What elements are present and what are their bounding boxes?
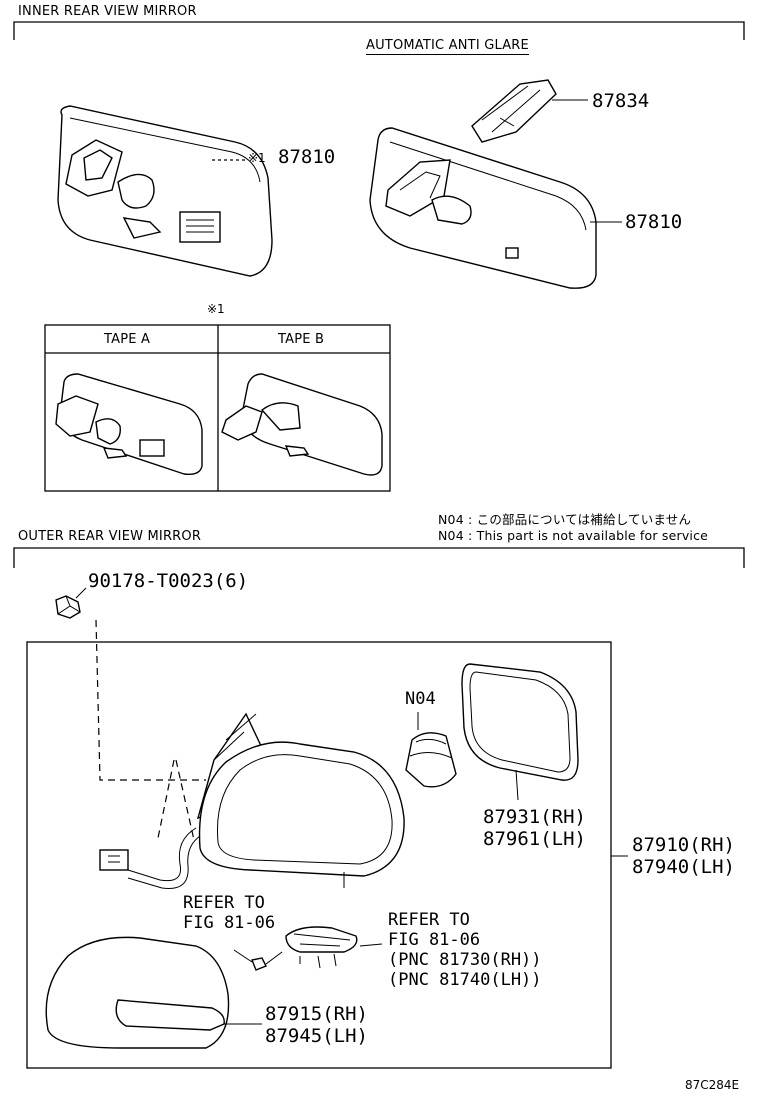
- note-mark-1: ※1: [248, 151, 266, 165]
- outer-section-title: OUTER REAR VIEW MIRROR: [18, 529, 202, 544]
- glass-rh-part: 87931(RH): [483, 806, 586, 828]
- automatic-anti-glare-label: AUTOMATIC ANTI GLARE: [366, 38, 529, 55]
- inner-mirror-left-drawing: [57, 105, 273, 277]
- inner-section-title: INNER REAR VIEW MIRROR: [18, 4, 197, 19]
- tape-table-mark: ※1: [207, 302, 225, 316]
- glass-lh-part: 87961(LH): [483, 828, 586, 850]
- part-87810-right: 87810: [625, 211, 683, 233]
- outer-section-frame: [13, 547, 745, 568]
- tape-table: [44, 324, 391, 492]
- inner-mirror-right-drawing: [369, 79, 622, 289]
- actuator-drawing: [405, 712, 457, 788]
- cover-rh-part: 87915(RH): [265, 1003, 368, 1025]
- part-87810-left: 87810: [278, 146, 336, 168]
- tape-b-label: TAPE B: [278, 332, 325, 347]
- refer-2-line-3: (PNC 81730(RH)): [388, 950, 542, 970]
- turn-lamp-drawing: [233, 926, 383, 971]
- note-n04-en: N04 : This part is not available for ser…: [438, 528, 709, 543]
- tape-a-label: TAPE A: [104, 332, 151, 347]
- refer-2-line-1: REFER TO: [388, 910, 470, 930]
- bolt-drawing: [55, 587, 206, 781]
- cover-lh-part: 87945(LH): [265, 1025, 368, 1047]
- part-87834: 87834: [592, 90, 650, 112]
- mirror-housing-drawing: [99, 712, 405, 890]
- figure-code: 87C284E: [685, 1078, 740, 1092]
- refer-2-line-2: FIG 81-06: [388, 930, 481, 950]
- n04-label: N04: [405, 689, 436, 709]
- refer-2-line-4: (PNC 81740(LH)): [388, 970, 542, 990]
- refer-1-line-1: REFER TO: [183, 893, 265, 913]
- note-n04-jp: N04 : この部品については補給していません: [438, 512, 692, 527]
- refer-1-line-2: FIG 81-06: [183, 913, 276, 933]
- inner-section-frame: [13, 21, 745, 40]
- assy-rh-part: 87910(RH): [632, 834, 735, 856]
- assembly-box: [26, 641, 612, 1069]
- mirror-cover-drawing: [45, 936, 262, 1049]
- bolt-part-number: 90178-T0023(6): [88, 570, 249, 592]
- assy-lh-part: 87940(LH): [632, 856, 735, 878]
- mirror-glass-drawing: [461, 663, 579, 801]
